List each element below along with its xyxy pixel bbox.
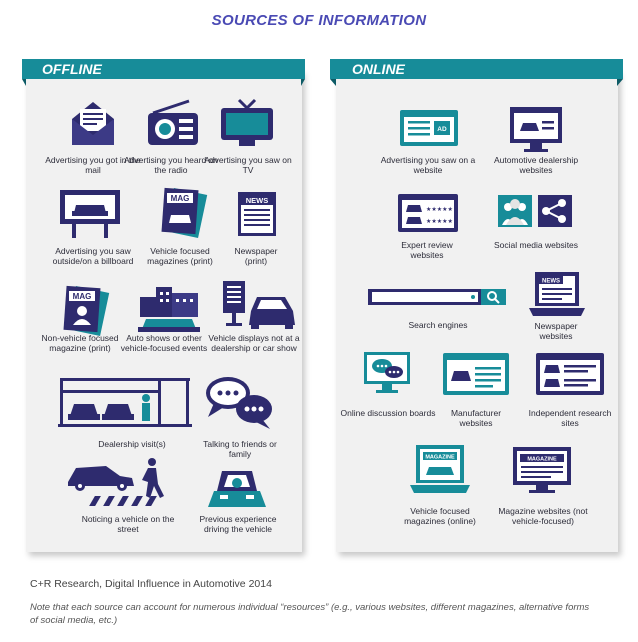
news-badge: NEWS (246, 196, 269, 205)
discussion-board-icon (364, 352, 410, 393)
label-vehicle-magazines-online: Vehicle focused magazines (online) (404, 506, 476, 526)
footnote: Note that each source can account for nu… (30, 602, 590, 626)
web-ad-icon: AD (400, 110, 458, 146)
online-banner-fold-right (617, 79, 623, 86)
driving-icon (208, 471, 266, 507)
label-billboard-advertising: Advertising you saw outside/on a billboa… (52, 246, 134, 266)
magazine-icon: MAG (161, 187, 208, 239)
billboard-icon (60, 190, 120, 238)
manufacturer-website-icon (443, 353, 509, 395)
research-site-icon (536, 353, 604, 395)
magazine-badge: MAG (73, 292, 92, 301)
source-citation: C+R Research, Digital Influence in Autom… (30, 578, 272, 590)
search-engine-icon (368, 289, 506, 305)
label-dealership-websites: Automotive dealership websites (493, 155, 579, 175)
review-website-icon: ★★★★★ ★★★★★ (398, 194, 458, 232)
label-vehicle-displays: Vehicle displays not at a dealership or … (208, 333, 300, 353)
ad-badge: AD (437, 126, 447, 133)
label-auto-shows: Auto shows or other vehicle-focused even… (120, 333, 208, 353)
label-social-media-websites: Social media websites (493, 240, 579, 250)
magazine-monitor-icon: MAGAZINE (513, 447, 571, 493)
news-badge: NEWS (542, 279, 560, 285)
label-non-vehicle-magazine: Non-vehicle focused magazine (print) (41, 333, 119, 353)
social-media-icon (498, 195, 572, 227)
street-vehicle-icon (68, 458, 164, 506)
newspaper-icon: NEWS (238, 192, 276, 236)
label-magazine-websites: Magazine websites (not vehicle-focused) (498, 506, 588, 526)
online-banner-fold-left (330, 79, 336, 86)
auto-show-icon (138, 287, 200, 332)
offline-banner-fold-right (301, 79, 305, 86)
label-independent-research-sites: Independent research sites (528, 408, 612, 428)
magazine-badge: MAGAZINE (425, 455, 455, 461)
label-online-discussion-boards: Online discussion boards (340, 408, 436, 418)
speech-bubbles-icon (206, 377, 272, 429)
label-tv-advertising: Advertising you saw on TV (204, 155, 292, 175)
svg-text:★★★★★: ★★★★★ (426, 218, 453, 225)
label-manufacturer-websites: Manufacturer websites (450, 408, 502, 428)
label-noticing-vehicle: Noticing a vehicle on the street (81, 514, 175, 534)
page-title: SOURCES OF INFORMATION (211, 12, 427, 29)
dealership-icon (58, 378, 192, 427)
online-banner (330, 59, 623, 79)
dealership-website-icon (510, 107, 562, 152)
newspaper-laptop-icon: NEWS (529, 272, 585, 316)
radio-icon (148, 99, 198, 145)
offline-heading: OFFLINE (42, 61, 102, 77)
label-newspaper-print: Newspaper (print) (234, 246, 278, 266)
magazine-badge: MAG (171, 194, 190, 203)
label-newspaper-websites: Newspaper websites (534, 321, 578, 341)
label-expert-review-websites: Expert review websites (401, 240, 453, 260)
magazine-badge: MAGAZINE (527, 457, 557, 463)
magazine-icon: MAG (63, 285, 110, 337)
label-radio-advertising: Advertising you heard on the radio (123, 155, 219, 175)
label-previous-experience: Previous experience driving the vehicle (199, 514, 277, 534)
offline-banner (22, 59, 305, 79)
svg-text:★★★★★: ★★★★★ (426, 206, 453, 213)
magazine-laptop-icon: MAGAZINE (410, 445, 470, 493)
label-search-engines: Search engines (408, 320, 468, 330)
label-talking-to-friends: Talking to friends or family (203, 439, 277, 459)
label-vehicle-magazines-print: Vehicle focused magazines (print) (147, 246, 213, 266)
envelope-icon (72, 102, 114, 145)
vehicle-display-icon (223, 281, 295, 329)
online-heading: ONLINE (352, 61, 405, 77)
label-dealership-visits: Dealership visit(s) (98, 439, 166, 449)
label-mail-advertising: Advertising you got in the mail (45, 155, 141, 175)
label-website-advertising: Advertising you saw on a website (380, 155, 476, 175)
offline-banner-fold-left (22, 79, 26, 86)
tv-icon (221, 98, 273, 146)
